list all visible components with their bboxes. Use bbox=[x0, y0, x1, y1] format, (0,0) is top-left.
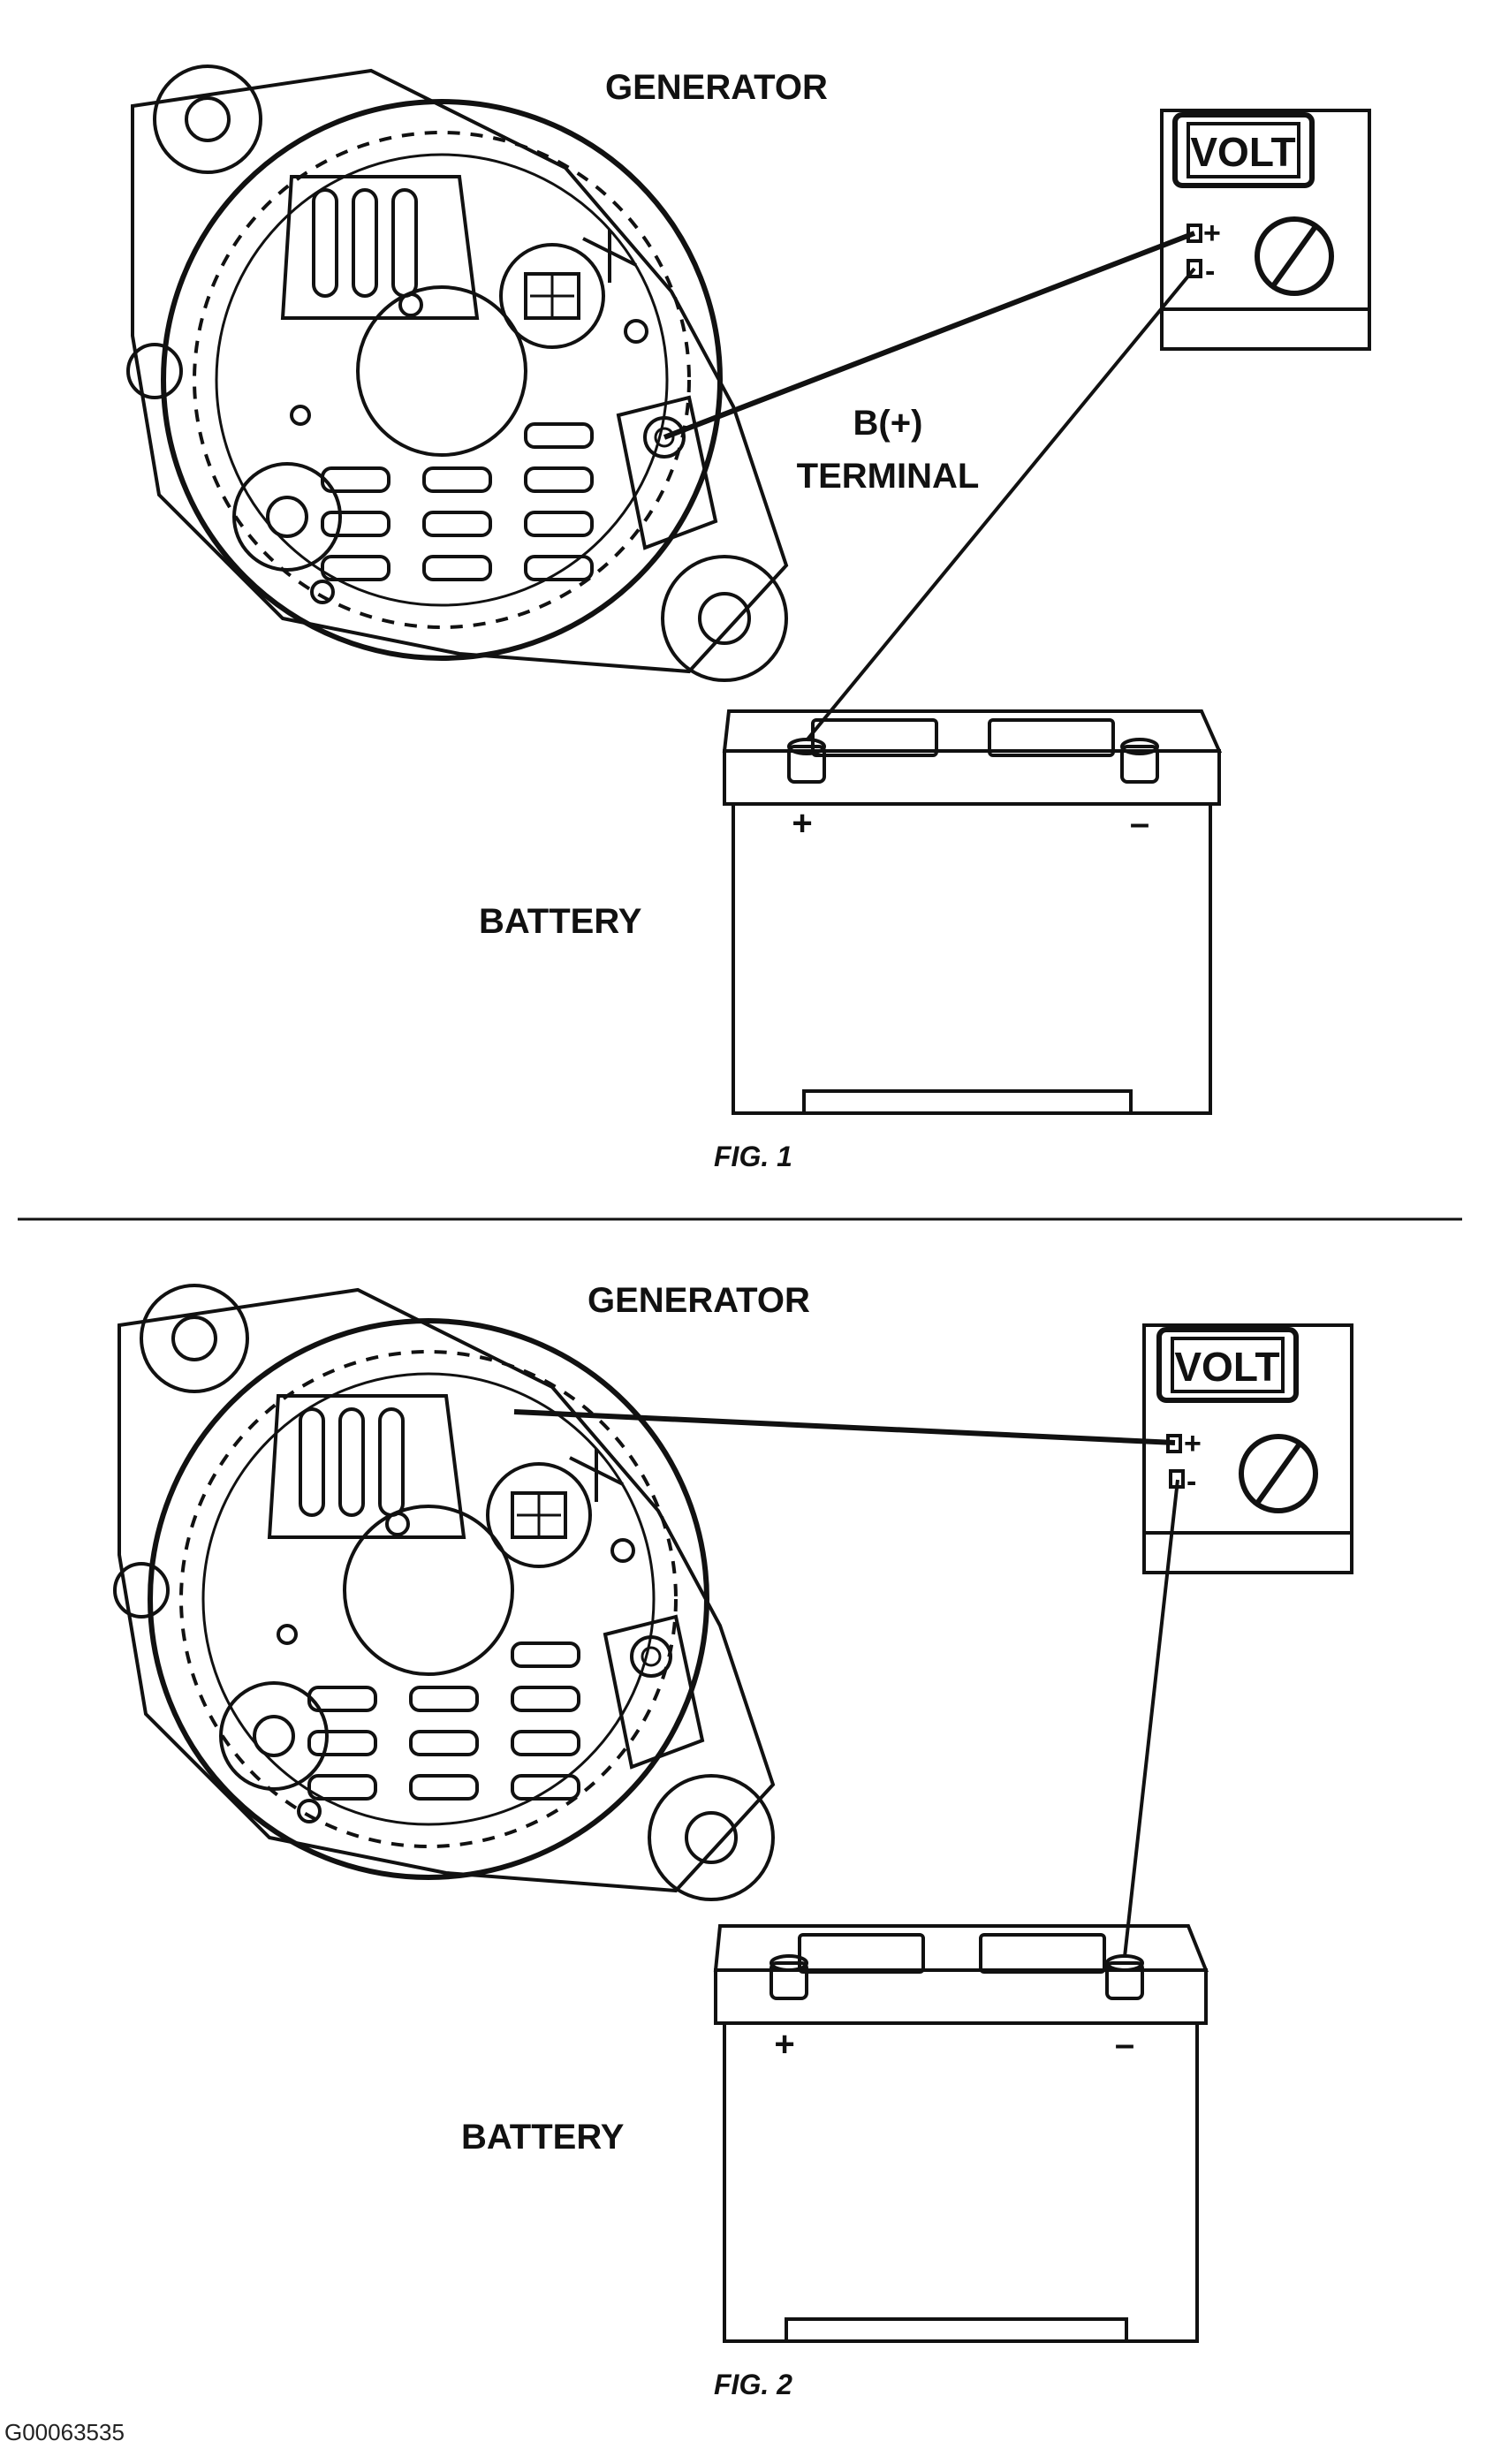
generator-label-1: GENERATOR bbox=[605, 68, 828, 107]
generator-label-2: GENERATOR bbox=[588, 1281, 810, 1320]
battery-plus-2: + bbox=[774, 2025, 794, 2064]
meter-dial-1 bbox=[1255, 216, 1334, 296]
voltmeter-1: VOLT + - bbox=[1160, 109, 1371, 351]
fig2-caption: FIG. 2 bbox=[714, 2369, 792, 2400]
battery-2: + – bbox=[713, 1924, 1209, 2343]
battery-plus-1: + bbox=[792, 804, 812, 843]
fig1-caption: FIG. 1 bbox=[714, 1141, 792, 1172]
meter-plus-2: + bbox=[1184, 1427, 1202, 1460]
negative-lead-2 bbox=[1123, 1479, 1179, 1958]
volt-label-2: VOLT bbox=[1174, 1344, 1279, 1390]
battery-minus-2: – bbox=[1115, 2025, 1134, 2064]
positive-lead-2 bbox=[513, 1409, 1176, 1445]
b-plus-terminal-1 bbox=[643, 416, 686, 459]
battery-minus-1: – bbox=[1130, 804, 1149, 843]
battery-1: + – bbox=[722, 709, 1223, 1115]
battery-label-2: BATTERY bbox=[461, 2118, 625, 2157]
battery-label-1: BATTERY bbox=[479, 902, 642, 941]
figure-1: VOLT + - + – bbox=[126, 64, 1371, 1172]
image-code: G00063535 bbox=[4, 2419, 125, 2445]
meter-minus-2: - bbox=[1187, 1465, 1196, 1498]
voltmeter-2: VOLT + - bbox=[1142, 1323, 1353, 1574]
meter-minus-1: - bbox=[1205, 254, 1215, 288]
positive-lead-1 bbox=[663, 231, 1196, 440]
figure-2: VOLT + - + – GENERATOR BATT bbox=[113, 1281, 1353, 2400]
meter-plus-1: + bbox=[1203, 216, 1221, 250]
generator-2 bbox=[113, 1284, 776, 1901]
terminal-label-1a: B(+) bbox=[853, 404, 923, 443]
terminal-label-1b: TERMINAL bbox=[797, 457, 980, 496]
generator-1 bbox=[126, 64, 789, 682]
volt-label-1: VOLT bbox=[1190, 129, 1295, 175]
meter-dial-2 bbox=[1239, 1434, 1318, 1513]
negative-lead-1 bbox=[805, 267, 1196, 742]
